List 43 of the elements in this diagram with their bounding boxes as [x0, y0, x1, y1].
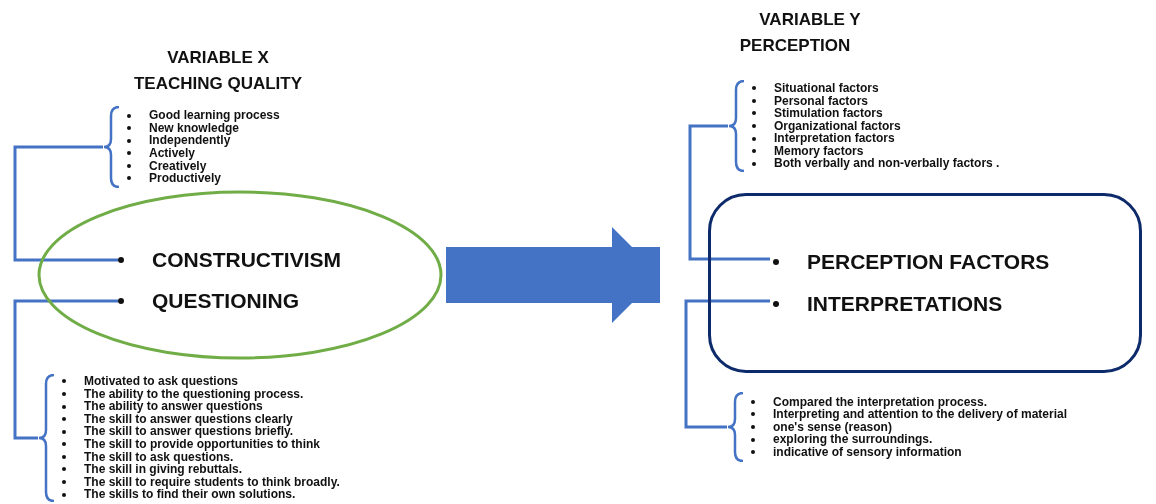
bullet-text: Productively	[149, 172, 222, 185]
heading: VARIABLE X	[166, 48, 270, 68]
bullet-text: The ability to the questioning process.	[84, 387, 304, 401]
bullet-text: The skill to answer questions briefly.	[84, 425, 294, 438]
heading: PERCEPTION	[738, 36, 852, 56]
block-arrow	[446, 227, 660, 323]
bullet-text: Good learning process	[149, 109, 280, 122]
heading: VARIABLE Y	[758, 10, 862, 30]
bullet-text: Compared the interpretation process.	[773, 395, 988, 409]
bullet-item: PERCEPTION FACTORS	[773, 248, 1103, 276]
bullet-text: Interpreting and attention to the delivery of material	[773, 408, 1068, 421]
bullet-text: The skills to find their own solutions.	[84, 488, 296, 501]
bullet-text: The skill in giving rebuttals.	[84, 463, 243, 476]
bracket-connector	[688, 124, 770, 261]
bullet-text: The skill to require students to think broadly.	[84, 475, 340, 489]
bullet-text: exploring the surroundings.	[773, 433, 933, 446]
bullet-text: Memory factors	[774, 144, 864, 158]
bullet-text: The ability to answer questions	[84, 400, 263, 413]
bullet-text: Stimulation factors	[774, 107, 883, 120]
bullet-text: The skill to ask questions.	[84, 450, 234, 464]
bracket-connector	[13, 299, 118, 440]
bullet-text: Personal factors	[774, 94, 869, 108]
bullet-text: Situational factors	[774, 81, 879, 95]
bullet-text: indicative of sensory information	[773, 445, 962, 459]
bullet-text: Both verbally and non-verbally factors .	[774, 157, 1000, 171]
bullet-text: Organizational factors	[774, 119, 901, 133]
bullet-text: The skill to provide opportunities to think	[84, 438, 320, 451]
ellipse-outline	[37, 190, 443, 360]
bullet-text: Actively	[149, 147, 196, 160]
bullet-text: Motivated to ask questions	[84, 375, 239, 388]
bullet-text: New knowledge	[149, 121, 240, 135]
heading: TEACHING QUALITY	[132, 74, 304, 94]
bullet-text: Interpretation factors	[774, 132, 895, 145]
bullet-text: Independently	[149, 134, 231, 147]
bracket-connector	[13, 145, 118, 262]
bullet-text: The skill to answer questions clearly	[84, 412, 293, 426]
bullet-text: one's sense (reason)	[773, 420, 892, 434]
bullet-item: INTERPRETATIONS	[773, 290, 1033, 318]
bracket-connector	[684, 299, 770, 429]
bullet-item: CONSTRUCTIVISM	[118, 246, 398, 274]
bullet-text: Creatively	[149, 159, 207, 173]
rounded-box	[708, 193, 1142, 373]
bullet-item: QUESTIONING	[118, 287, 358, 315]
